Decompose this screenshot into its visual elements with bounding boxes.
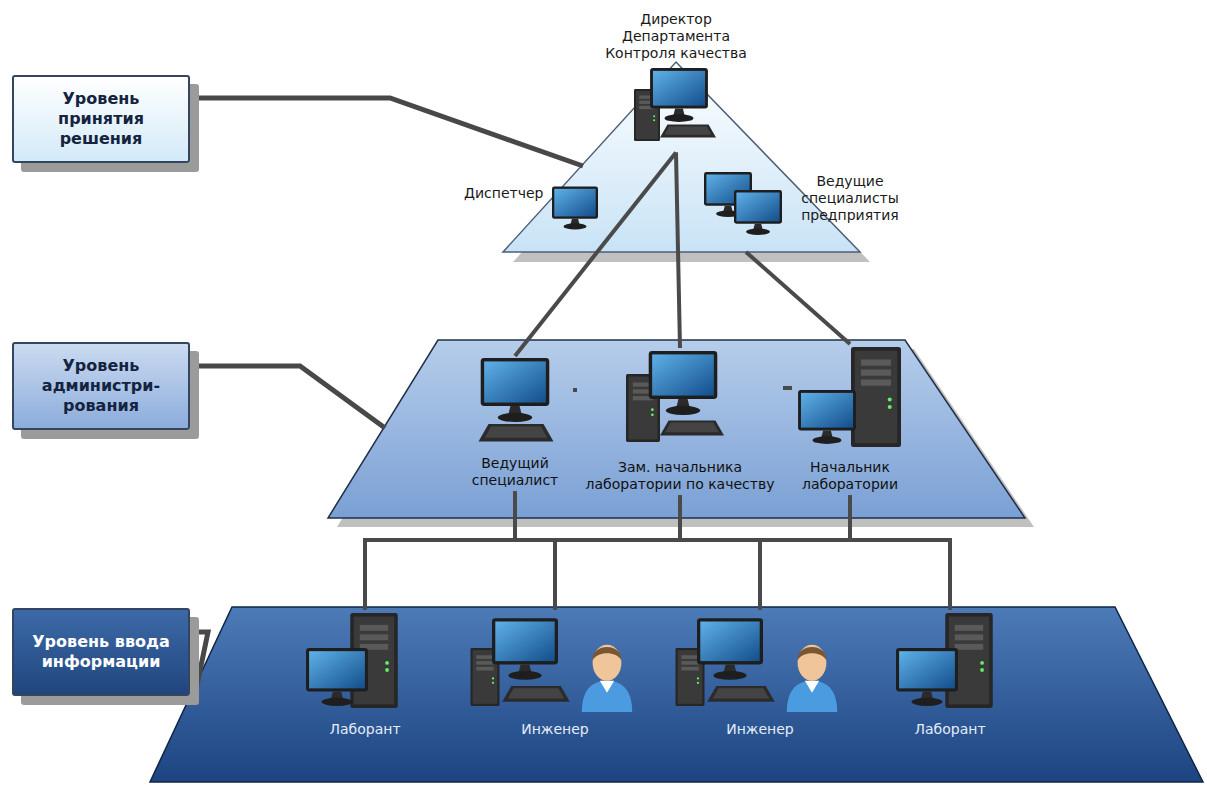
level-title: Уровень администри- рования [22, 356, 180, 416]
workstation-label: Лаборант [914, 721, 985, 738]
network-link [680, 496, 950, 610]
keyboard [502, 686, 570, 702]
icon-space [795, 351, 905, 455]
icon-space [625, 355, 735, 455]
person-icon [582, 645, 632, 712]
leader-line [190, 98, 583, 166]
workstation-node: Лаборант [887, 610, 1013, 741]
workstation-node: Зам. начальника лаборатории по качеству [577, 348, 783, 496]
admin-trapezoid [328, 340, 1025, 518]
workstation-label: Директор Департамента Контроля качества [601, 11, 751, 61]
workstation-node: Ведущие специалисты предприятия [702, 170, 908, 252]
level-title: Уровень ввода информации [22, 632, 180, 672]
icon-space [547, 185, 595, 239]
icon-space [305, 617, 425, 717]
network-link [783, 386, 792, 390]
network-link [555, 496, 850, 610]
person-icon [787, 645, 837, 712]
monitor [650, 68, 708, 122]
network-link [676, 152, 680, 348]
network-link [850, 496, 950, 610]
leader-line [190, 632, 208, 690]
keyboard [660, 125, 716, 138]
monitor [896, 648, 958, 706]
monitor [734, 190, 782, 235]
workstation-node: Директор Департамента Контроля качества [598, 8, 754, 152]
workstation-node: Ведущий специалист [457, 356, 573, 492]
workstation-label: Инженер [726, 721, 794, 738]
workstation-label: Зам. начальника лаборатории по качеству [580, 459, 780, 493]
monitor [649, 351, 718, 415]
workstation-node: Диспетчер [461, 182, 602, 242]
monitor [306, 648, 368, 706]
keyboard [707, 686, 775, 702]
workstation-label: Диспетчер [464, 185, 543, 202]
network-link [746, 252, 850, 344]
icon-space [631, 65, 721, 145]
network-link [555, 496, 680, 610]
pc-tower [851, 347, 901, 447]
level-title: Уровень принятия решения [22, 89, 180, 149]
network-link [515, 492, 555, 610]
icon-space [670, 617, 850, 717]
keyboard [479, 424, 554, 442]
leader-line [190, 366, 385, 428]
icon-space [890, 617, 1010, 717]
workstation-label: Ведущие специалисты предприятия [795, 173, 905, 223]
monitor [492, 618, 558, 680]
workstation-label: Лаборант [329, 721, 400, 738]
workstation-node: Начальник лаборатории [792, 344, 908, 496]
input-platform [150, 607, 1203, 782]
network-link [515, 492, 950, 610]
monitor [481, 358, 550, 422]
workstation-label: Инженер [521, 721, 589, 738]
icon-space [465, 617, 645, 717]
workstation-node: Лаборант [302, 610, 428, 741]
level-box: Уровень принятия решения [12, 75, 190, 163]
level-box: Уровень администри- рования [12, 342, 190, 430]
network-link [515, 492, 760, 610]
workstation-label: Ведущий специалист [460, 455, 570, 489]
icon-space [709, 173, 791, 249]
network-link [365, 492, 515, 610]
network-link [365, 496, 850, 610]
monitor [798, 390, 856, 444]
network-link [573, 388, 577, 392]
keyboard [660, 420, 724, 435]
icon-space [475, 363, 555, 451]
monitor [697, 618, 763, 680]
network-link [515, 152, 676, 356]
workstation-label: Начальник лаборатории [795, 459, 905, 493]
workstation-node: Инженер [667, 610, 853, 741]
network-link [760, 496, 850, 610]
network-link [365, 496, 680, 610]
monitor [552, 187, 598, 230]
network-link [680, 496, 760, 610]
level-box: Уровень ввода информации [12, 608, 190, 696]
workstation-node: Инженер [462, 610, 648, 741]
